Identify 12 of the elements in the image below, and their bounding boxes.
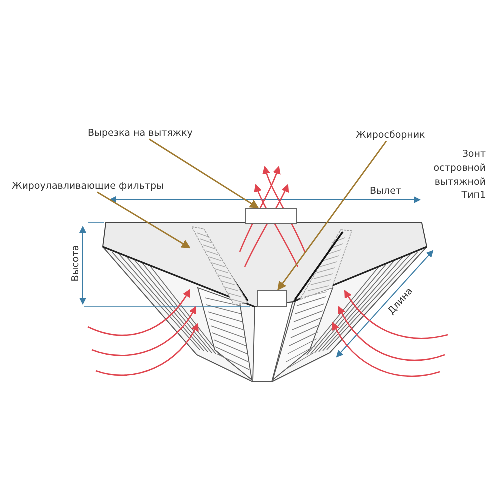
- leader-line: [149, 138, 260, 209]
- leader-line: [97, 192, 191, 249]
- dimension-label: Высота: [70, 245, 82, 282]
- leader-line: [278, 140, 388, 291]
- callout-label: Вырезка на вытяжку: [88, 128, 193, 140]
- grease-collector: [257, 290, 287, 307]
- grease-filter: [190, 225, 250, 307]
- callout-label: Жиросборник: [356, 130, 426, 142]
- dimension-label: Вылет: [370, 186, 402, 197]
- exhaust-cutout: [245, 208, 297, 224]
- callout-label: Жироулавливающие фильтры: [12, 181, 164, 192]
- title: Зонт островной вытяжной Тип1: [432, 148, 486, 204]
